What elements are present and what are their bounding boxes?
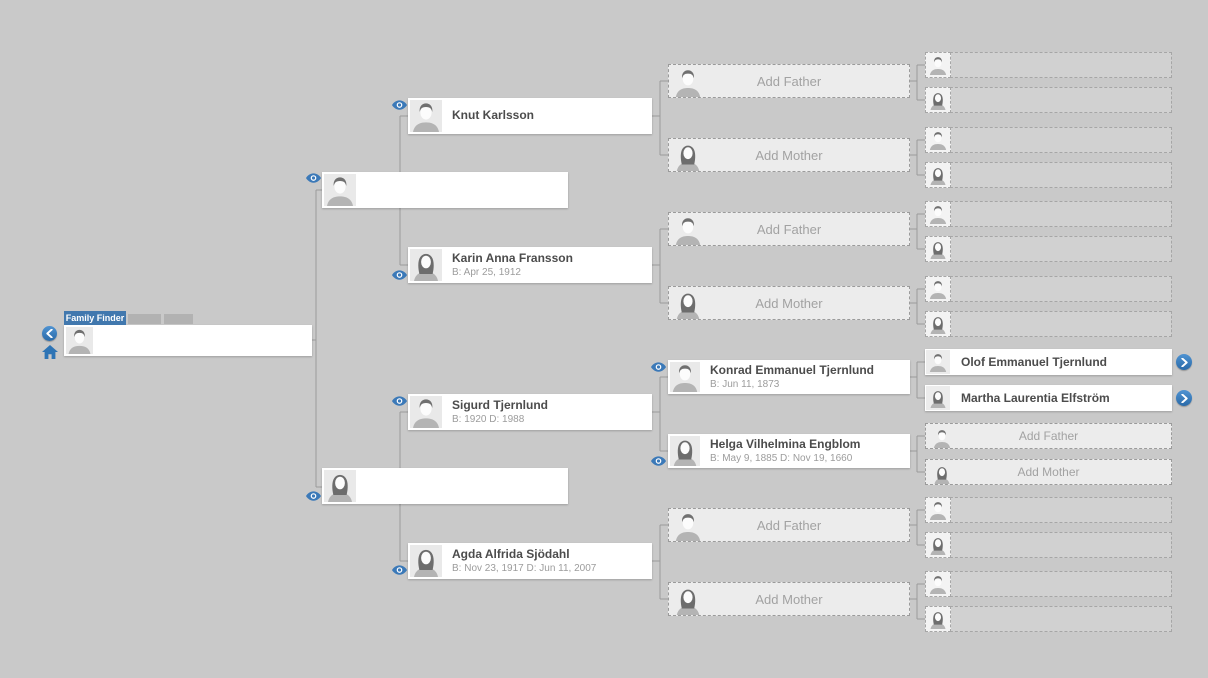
add-father-card[interactable]: Add Father [668, 508, 910, 542]
add-mother-card[interactable]: Add Mother [925, 459, 1172, 485]
empty-ancestor-slot[interactable] [925, 52, 1172, 78]
female-avatar-icon [410, 249, 442, 281]
person-name: Olof Emmanuel Tjernlund [961, 355, 1108, 369]
add-father-card[interactable]: Add Father [925, 423, 1172, 449]
male-avatar-icon [925, 201, 951, 227]
person-name: Martha Laurentia Elfström [961, 391, 1110, 405]
female-avatar-icon [673, 585, 703, 615]
female-avatar-icon [670, 436, 700, 466]
empty-ancestor-slot[interactable] [925, 87, 1172, 113]
female-avatar-icon [925, 606, 951, 632]
person-dates: B: Jun 11, 1873 [710, 379, 780, 391]
visibility-eye-icon[interactable] [392, 565, 407, 575]
empty-ancestor-slot[interactable] [925, 606, 1172, 632]
person-name: Konrad Emmanuel Tjernlund [710, 362, 875, 377]
visibility-eye-icon[interactable] [306, 491, 321, 501]
person-name: Agda Alfrida Sjödahl [452, 546, 570, 561]
visibility-eye-icon[interactable] [306, 173, 321, 183]
female-avatar-icon [673, 289, 703, 319]
female-avatar-icon [925, 532, 951, 558]
add-father-label: Add Father [756, 73, 822, 89]
female-avatar-icon [925, 311, 951, 337]
male-avatar-icon [925, 276, 951, 302]
male-avatar-icon [925, 127, 951, 153]
male-avatar-icon [673, 67, 703, 97]
add-mother-label: Add Mother [755, 591, 823, 607]
female-avatar-icon [410, 545, 442, 577]
expand-arrow-button[interactable] [1176, 390, 1192, 406]
male-avatar-icon [926, 350, 950, 374]
add-mother-card[interactable]: Add Mother [668, 138, 910, 172]
person-card-sigurd-tjernlund[interactable]: Sigurd Tjernlund B: 1920 D: 1988 [408, 394, 652, 430]
add-mother-label: Add Mother [755, 147, 823, 163]
person-dates: B: Nov 23, 1917 D: Jun 11, 2007 [452, 563, 597, 575]
male-avatar-icon [925, 571, 951, 597]
add-mother-label: Add Mother [755, 295, 823, 311]
male-avatar-icon [670, 362, 700, 392]
male-avatar-icon [410, 100, 442, 132]
visibility-eye-icon[interactable] [392, 270, 407, 280]
female-avatar-icon [324, 470, 356, 502]
person-dates: B: 1920 D: 1988 [452, 414, 525, 426]
add-mother-card[interactable]: Add Mother [668, 286, 910, 320]
add-mother-card[interactable]: Add Mother [668, 582, 910, 616]
back-button[interactable] [42, 326, 57, 341]
male-avatar-icon [324, 174, 356, 206]
visibility-eye-icon[interactable] [392, 396, 407, 406]
inactive-tab-1[interactable] [128, 314, 161, 324]
empty-ancestor-slot[interactable] [925, 571, 1172, 597]
father-person-card[interactable] [322, 172, 568, 208]
male-avatar-icon [673, 511, 703, 541]
person-card-karin-anna-fransson[interactable]: Karin Anna Fransson B: Apr 25, 1912 [408, 247, 652, 283]
visibility-eye-icon[interactable] [651, 456, 666, 466]
empty-ancestor-slot[interactable] [925, 162, 1172, 188]
add-father-card[interactable]: Add Father [668, 64, 910, 98]
person-card-martha-laurentia-elfstrom[interactable]: Martha Laurentia Elfström [925, 385, 1172, 411]
person-card-konrad-emmanuel-tjernlund[interactable]: Konrad Emmanuel Tjernlund B: Jun 11, 187… [668, 360, 910, 394]
male-avatar-icon [673, 215, 703, 245]
empty-ancestor-slot[interactable] [925, 311, 1172, 337]
person-card-agda-alfrida-sjodahl[interactable]: Agda Alfrida Sjödahl B: Nov 23, 1917 D: … [408, 543, 652, 579]
add-father-label: Add Father [756, 517, 822, 533]
person-name: Sigurd Tjernlund [452, 397, 548, 412]
person-dates: B: May 9, 1885 D: Nov 19, 1660 [710, 453, 853, 465]
empty-ancestor-slot[interactable] [925, 236, 1172, 262]
person-dates: B: Apr 25, 1912 [452, 267, 521, 279]
add-father-card[interactable]: Add Father [668, 212, 910, 246]
mother-person-card[interactable] [322, 468, 568, 504]
add-father-label: Add Father [1018, 429, 1079, 443]
female-avatar-icon [929, 461, 955, 487]
add-father-label: Add Father [756, 221, 822, 237]
female-avatar-icon [926, 386, 950, 410]
person-card-olof-emmanuel-tjernlund[interactable]: Olof Emmanuel Tjernlund [925, 349, 1172, 375]
expand-arrow-button[interactable] [1176, 354, 1192, 370]
female-avatar-icon [673, 141, 703, 171]
empty-ancestor-slot[interactable] [925, 201, 1172, 227]
person-name: Karin Anna Fransson [452, 250, 573, 265]
visibility-eye-icon[interactable] [651, 362, 666, 372]
male-avatar-icon [929, 425, 955, 451]
root-person-card[interactable] [64, 325, 312, 356]
family-finder-tab-label: Family Finder [65, 313, 125, 323]
visibility-eye-icon[interactable] [392, 100, 407, 110]
female-avatar-icon [925, 236, 951, 262]
person-card-helga-vilhelmina-engblom[interactable]: Helga Vilhelmina Engblom B: May 9, 1885 … [668, 434, 910, 468]
person-name: Knut Karlsson [452, 108, 535, 123]
male-avatar-icon [925, 497, 951, 523]
home-button[interactable] [41, 344, 58, 359]
male-avatar-icon [66, 327, 93, 354]
female-avatar-icon [925, 162, 951, 188]
empty-ancestor-slot[interactable] [925, 276, 1172, 302]
inactive-tab-2[interactable] [164, 314, 193, 324]
male-avatar-icon [410, 396, 442, 428]
empty-ancestor-slot[interactable] [925, 532, 1172, 558]
male-avatar-icon [925, 52, 951, 78]
female-avatar-icon [925, 87, 951, 113]
person-name: Helga Vilhelmina Engblom [710, 436, 861, 451]
empty-ancestor-slot[interactable] [925, 497, 1172, 523]
empty-ancestor-slot[interactable] [925, 127, 1172, 153]
add-mother-label: Add Mother [1017, 465, 1080, 479]
person-card-knut-karlsson[interactable]: Knut Karlsson [408, 98, 652, 134]
family-finder-tab[interactable]: Family Finder [64, 311, 126, 325]
